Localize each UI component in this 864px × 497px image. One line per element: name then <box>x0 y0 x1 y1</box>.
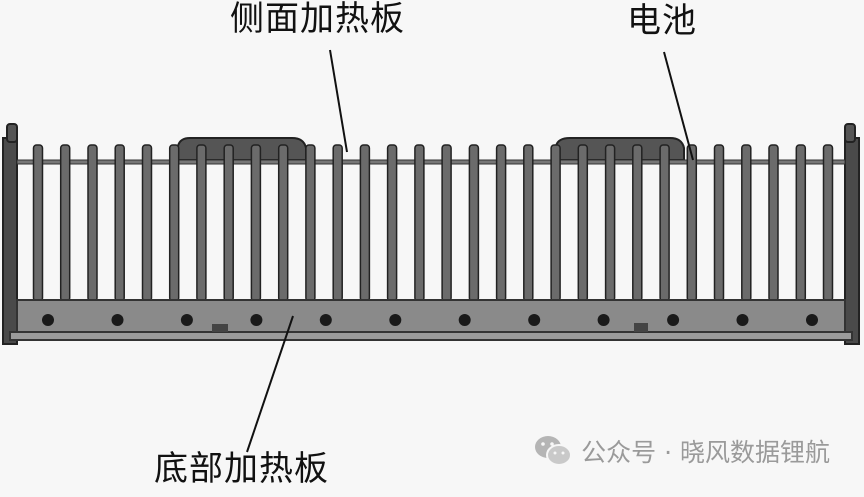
end-plate-right <box>844 137 860 345</box>
bottom-bolt <box>528 314 541 326</box>
bottom-bolt <box>319 314 332 326</box>
battery-cell <box>59 144 71 302</box>
battery-cell <box>795 144 807 302</box>
battery-cell <box>604 144 616 302</box>
bottom-bolt <box>250 314 263 326</box>
bottom-bolt <box>42 314 54 326</box>
battery-cell <box>659 144 670 302</box>
battery-cell <box>277 144 289 302</box>
battery-cell <box>87 144 98 302</box>
watermark-text: 公众号 · 晓风数据锂航 <box>581 438 830 467</box>
battery-cell <box>768 144 779 302</box>
bottom-bolt <box>458 314 471 326</box>
bottom-plate-body <box>16 299 846 333</box>
battery-cell <box>196 144 207 302</box>
battery-cell <box>713 144 725 302</box>
battery-cell <box>822 144 834 302</box>
upper-pad-left <box>177 137 307 161</box>
connector-left <box>212 324 228 332</box>
bottom-bolt <box>597 314 610 326</box>
battery-cell <box>359 144 371 302</box>
battery-cell <box>414 144 425 302</box>
end-plates <box>2 123 860 345</box>
side-heating-plate-label: 侧面加热板 <box>230 0 405 39</box>
battery-cell <box>332 144 343 302</box>
battery-cell <box>577 144 589 302</box>
battery-cell <box>386 144 398 302</box>
end-plate-left-cap <box>6 123 18 143</box>
battery-cell <box>223 144 234 302</box>
battery-cell <box>523 144 534 302</box>
battery-cell <box>632 144 643 302</box>
bottom-bolt <box>180 314 193 326</box>
battery-cell <box>686 144 698 302</box>
bottom-heating-plate-label: 底部加热板 <box>154 449 329 489</box>
battery-cell <box>32 144 44 302</box>
leader-lines <box>246 49 694 453</box>
battery-cell <box>305 144 316 302</box>
battery-cell <box>250 144 262 302</box>
bottom-bolt <box>111 314 124 326</box>
bottom-bolt <box>389 314 402 326</box>
bottom-bolt <box>806 314 818 326</box>
watermark: 公众号 · 晓风数据锂航 <box>533 433 830 469</box>
bottom-plate-base <box>9 331 853 341</box>
bottom-bolts <box>42 314 818 326</box>
leader-battery <box>663 51 694 161</box>
bottom-heating-plate <box>9 299 853 341</box>
top-rail <box>16 159 846 165</box>
battery-cell <box>114 144 125 302</box>
battery-cell <box>741 144 752 302</box>
battery-cell <box>468 144 480 302</box>
bottom-bolt <box>667 314 680 326</box>
battery-cell <box>168 144 180 302</box>
leader-bottom-plate <box>246 315 294 453</box>
battery-cells <box>32 144 834 302</box>
wechat-icon <box>535 436 573 466</box>
end-plate-left <box>2 137 18 345</box>
battery-label: 电池 <box>627 1 697 41</box>
battery-cell <box>495 144 507 302</box>
bottom-bolt <box>736 314 749 326</box>
leader-side-plate <box>329 49 348 153</box>
battery-cell <box>441 144 452 302</box>
battery-cell <box>141 144 153 302</box>
connector-right <box>634 323 648 332</box>
end-plate-right-cap <box>844 123 856 143</box>
battery-cell <box>550 144 561 302</box>
